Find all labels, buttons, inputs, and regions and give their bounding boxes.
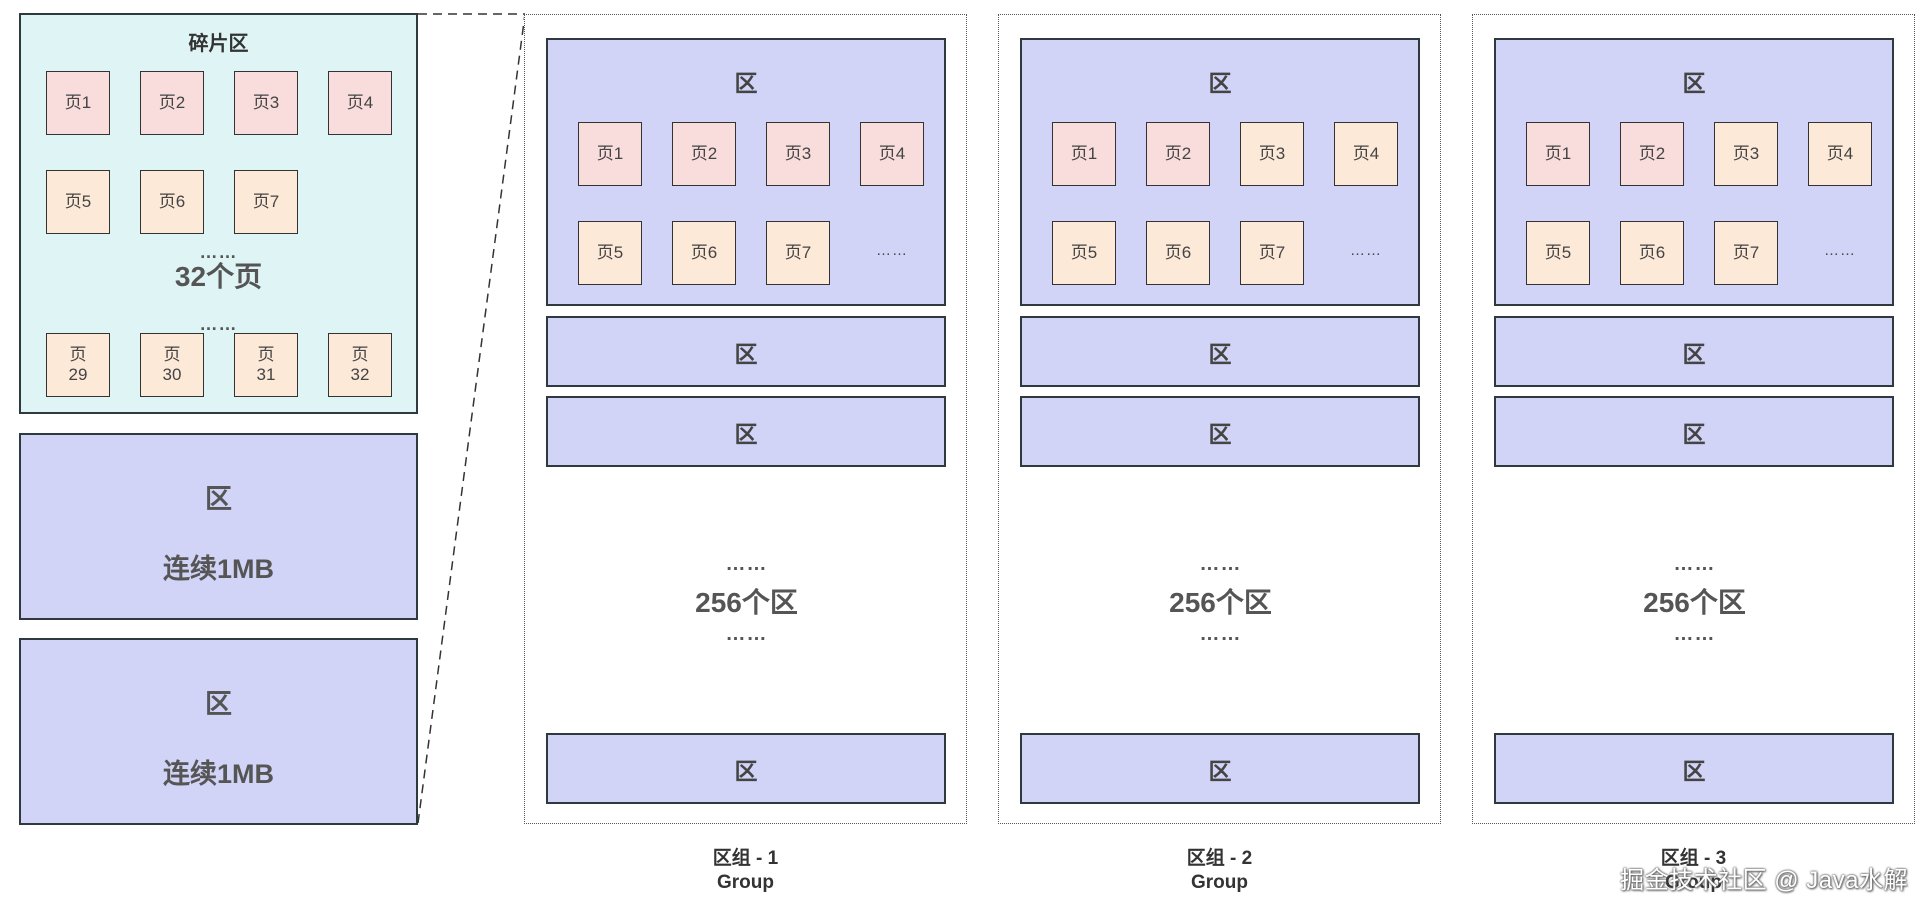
group-3-page-6: 页6 [1620,221,1684,285]
group-2-first-extent: 区 页1 页2 页3 页4 页5 页6 页7 …… [1020,38,1420,306]
group-2-label: 区组 - 2 Group [998,847,1441,895]
watermark: 掘金技术社区 @ Java水解 [1620,867,1908,894]
group-3-extent-count: 256个区 [1643,587,1746,618]
page-2: 页2 [140,71,204,135]
fragment-dots-bottom: …… [199,314,238,334]
group-3-label-line2: Group [1665,872,1722,893]
fragment-title: 碎片区 [188,33,249,55]
group-3-extent-bar-last: 区 [1494,733,1894,804]
group-1-label-line2: Group [717,872,774,893]
group-3-label-line1: 区组 - 3 [1660,848,1727,869]
group-2-page-5: 页5 [1052,221,1116,285]
page-29: 页 29 [46,333,110,397]
group-1-page-4: 页4 [860,122,924,186]
group-1-extent-bar-2: 区 [546,396,946,467]
group-2-label-line1: 区组 - 2 [1186,848,1253,869]
page-6: 页6 [140,170,204,234]
group-3-page-5: 页5 [1526,221,1590,285]
group-1-page-1: 页1 [578,122,642,186]
group-3-dots-top: …… [1673,553,1716,575]
group-3-page-1: 页1 [1526,122,1590,186]
group-3-page-4: 页4 [1808,122,1872,186]
fragment-area: 碎片区 页1 页2 页3 页4 页5 页6 页7 …… 32个页 …… 页 29… [19,13,418,414]
page-31: 页 31 [234,333,298,397]
left-extent-2-sub: 连续1MB [162,759,274,789]
group-1-page-3: 页3 [766,122,830,186]
group-3-page-3: 页3 [1714,122,1778,186]
group-3-page-ellipsis: …… [1824,242,1856,259]
group-2-label-line2: Group [1191,872,1248,893]
group-1-extent-count: 256个区 [695,587,798,618]
group-2-page-2: 页2 [1146,122,1210,186]
group-2-extent-count: 256个区 [1169,587,1272,618]
page-1: 页1 [46,71,110,135]
page-30-line1: 页 [163,344,181,364]
group-3-extent-bar-1: 区 [1494,316,1894,387]
extent-group-3: 区 页1 页2 页3 页4 页5 页6 页7 …… 区 区 …… 256个区 …… [1472,14,1915,824]
group-2-extent-bar-2: 区 [1020,396,1420,467]
fragment-page-count: 32个页 [174,261,263,292]
group-1-page-2: 页2 [672,122,736,186]
page-4: 页4 [328,71,392,135]
left-extent-2: 区 连续1MB [19,638,418,825]
page-7: 页7 [234,170,298,234]
group-1-first-extent: 区 页1 页2 页3 页4 页5 页6 页7 …… [546,38,946,306]
group-1-extent-bar-last: 区 [546,733,946,804]
page-30: 页 30 [140,333,204,397]
group-2-dots-bottom: …… [1199,623,1242,645]
page-32: 页 32 [328,333,392,397]
group-1-label-line1: 区组 - 1 [712,848,779,869]
group-2-page-ellipsis: …… [1350,242,1382,259]
group-3-first-extent: 区 页1 页2 页3 页4 页5 页6 页7 …… [1494,38,1894,306]
page-3: 页3 [234,71,298,135]
group-2-first-extent-title: 区 [1208,70,1232,96]
group-3-page-2: 页2 [1620,122,1684,186]
page-5: 页5 [46,170,110,234]
group-3-page-7: 页7 [1714,221,1778,285]
page-31-line1: 页 [257,344,275,364]
page-29-line1: 页 [69,344,87,364]
group-1-page-5: 页5 [578,221,642,285]
group-1-extent-bar-1: 区 [546,316,946,387]
group-2-page-1: 页1 [1052,122,1116,186]
group-2-page-7: 页7 [1240,221,1304,285]
group-3-first-extent-title: 区 [1682,70,1706,96]
group-1-dots-top: …… [725,553,768,575]
left-extent-2-label: 区 [205,689,232,719]
group-1-page-ellipsis: …… [876,242,908,259]
group-2-page-4: 页4 [1334,122,1398,186]
fragment-dots-top: …… [199,242,238,262]
page-32-line1: 页 [351,344,369,364]
group-1-label: 区组 - 1 Group [524,847,967,895]
page-29-line2: 29 [68,365,88,384]
group-3-extent-bar-2: 区 [1494,396,1894,467]
left-extent-1-label: 区 [205,484,232,514]
left-extent-1-sub: 连续1MB [162,554,274,584]
group-2-page-6: 页6 [1146,221,1210,285]
group-1-first-extent-title: 区 [734,70,758,96]
group-3-label: 区组 - 3 Group [1472,847,1915,895]
group-2-extent-bar-1: 区 [1020,316,1420,387]
group-2-dots-top: …… [1199,553,1242,575]
extent-group-2: 区 页1 页2 页3 页4 页5 页6 页7 …… 区 区 …… 256个区 …… [998,14,1441,824]
group-2-extent-bar-last: 区 [1020,733,1420,804]
page-32-line2: 32 [350,365,370,384]
left-extent-1: 区 连续1MB [19,433,418,620]
group-1-page-6: 页6 [672,221,736,285]
group-2-page-3: 页3 [1240,122,1304,186]
group-1-page-7: 页7 [766,221,830,285]
page-31-line2: 31 [256,365,276,384]
group-3-dots-bottom: …… [1673,623,1716,645]
group-1-dots-bottom: …… [725,623,768,645]
extent-group-1: 区 页1 页2 页3 页4 页5 页6 页7 …… 区 区 …… 256个区 …… [524,14,967,824]
page-30-line2: 30 [162,365,182,384]
